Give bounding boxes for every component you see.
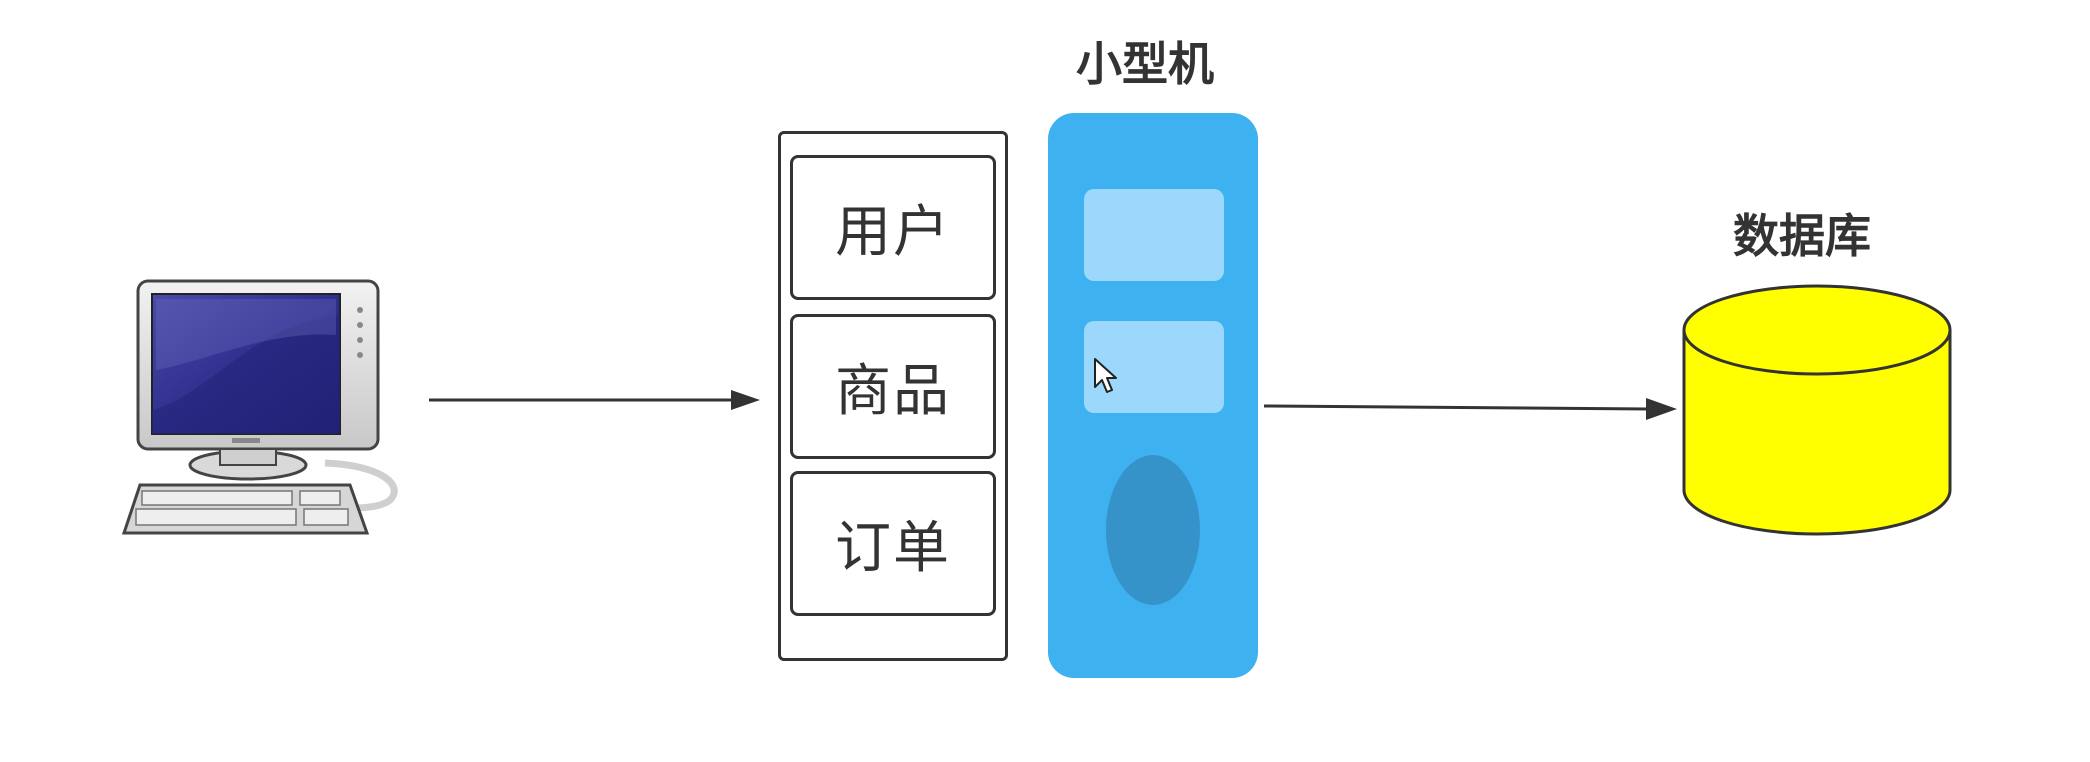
arrow-server-to-database [1263, 398, 1677, 420]
module-product-label: 商品 [835, 359, 951, 424]
module-container: 用户 商品 订单 [778, 131, 1008, 661]
server-disc [1106, 455, 1200, 605]
module-order: 订单 [790, 471, 996, 616]
module-user: 用户 [790, 155, 996, 300]
database-cylinder-icon [1682, 284, 1952, 536]
module-user-label: 用户 [835, 200, 951, 265]
module-product: 商品 [790, 314, 996, 459]
database-title: 数据库 [1733, 209, 1871, 263]
module-order-label: 订单 [835, 516, 951, 581]
arrow-client-to-modules [429, 390, 760, 410]
server-title: 小型机 [1076, 37, 1214, 91]
server-slot-middle [1084, 321, 1224, 413]
minicomputer-icon [1048, 113, 1258, 678]
server-slot-top [1084, 189, 1224, 281]
mouse-pointer-icon [1094, 358, 1117, 393]
desktop-computer-icon [121, 279, 398, 535]
